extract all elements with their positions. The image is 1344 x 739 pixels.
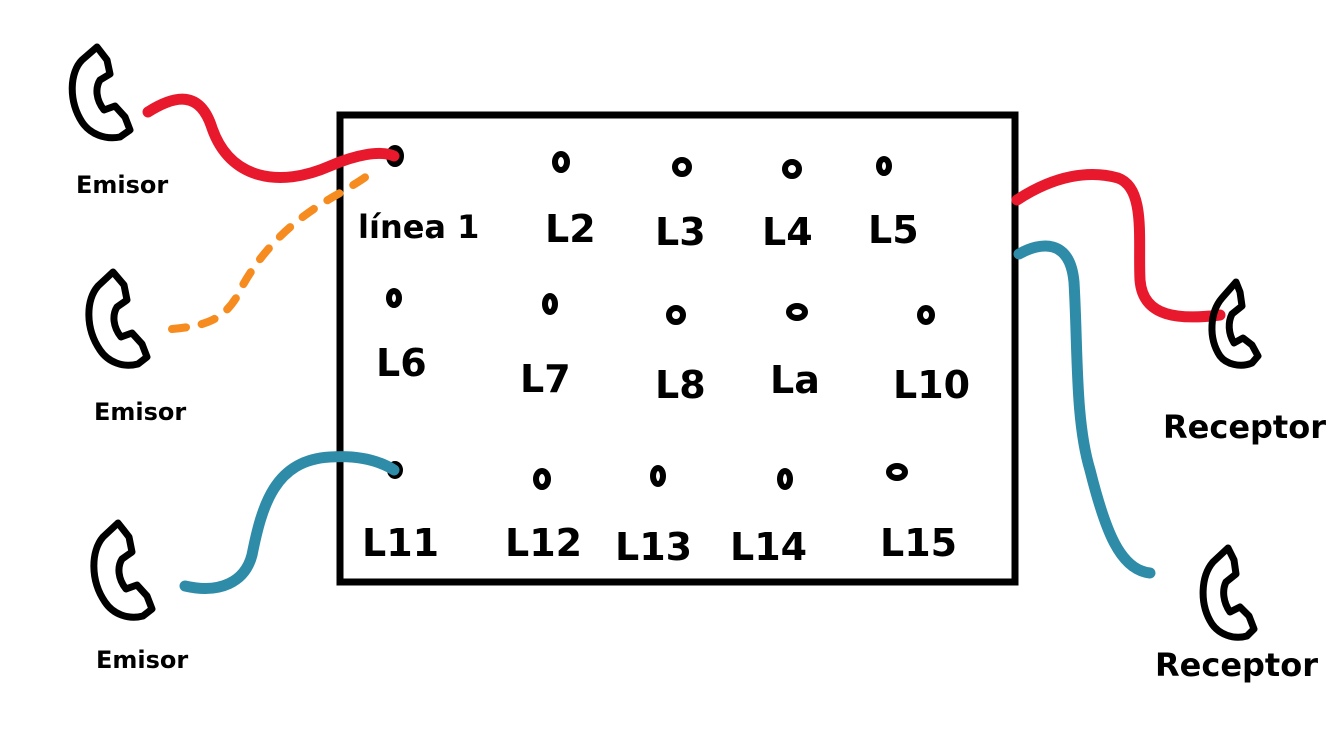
- hole-line-3: [672, 157, 692, 177]
- hole-line-15: [886, 463, 908, 481]
- hole-line-12: [533, 468, 551, 490]
- line-label-12: L12: [505, 521, 582, 565]
- hole-line-4: [782, 159, 802, 179]
- switchboard-frame: [336, 111, 1019, 586]
- hole-line-2: [552, 151, 570, 173]
- emisor-phone-1: Emisor: [68, 43, 168, 199]
- line-label-2: L2: [545, 207, 596, 251]
- line-holes: [386, 145, 935, 490]
- orange-dashed-cable: [168, 168, 376, 333]
- line-labels: línea 1 L2 L3 L4 L5 L6 L7 L8 La L10 L11 …: [358, 207, 970, 569]
- emisor-phone-3: Emisor: [90, 519, 188, 674]
- line-label-8: L8: [655, 363, 706, 407]
- hole-line-9: [786, 303, 808, 321]
- hole-line-14: [777, 468, 793, 490]
- red-cable-receptor: [1011, 168, 1226, 323]
- phone-icon: [1208, 278, 1262, 369]
- line-label-11: L11: [362, 521, 439, 565]
- line-label-6: L6: [376, 341, 427, 385]
- line-label-1: línea 1: [358, 208, 479, 246]
- receptor-phone-1: Receptor: [1163, 278, 1326, 446]
- emisor-label-3: Emisor: [96, 646, 188, 674]
- receptor-label-2: Receptor: [1155, 646, 1318, 684]
- line-label-9: La: [770, 358, 820, 402]
- line-label-15: L15: [880, 521, 957, 565]
- line-label-5: L5: [868, 208, 919, 252]
- emisor-phone-2: Emisor: [85, 268, 186, 426]
- hole-line-6: [386, 288, 402, 308]
- red-cable-emisor: [142, 93, 400, 183]
- blue-cable-receptor: [1013, 240, 1156, 579]
- line-label-14: L14: [730, 525, 807, 569]
- emisor-label-2: Emisor: [94, 398, 186, 426]
- line-label-4: L4: [762, 210, 813, 254]
- phone-icon: [85, 268, 151, 369]
- emisor-label-1: Emisor: [76, 171, 168, 199]
- hole-line-8: [666, 305, 686, 325]
- receptor-label-1: Receptor: [1163, 408, 1326, 446]
- receptor-phone-2: Receptor: [1155, 544, 1318, 684]
- blue-cable-emisor: [179, 451, 400, 594]
- hole-line-13: [650, 465, 666, 487]
- cables: [142, 93, 1226, 594]
- line-label-7: L7: [520, 357, 571, 401]
- hole-line-5: [876, 156, 892, 176]
- phone-icon: [68, 43, 134, 142]
- line-label-13: L13: [615, 525, 692, 569]
- phone-icon: [90, 519, 156, 621]
- hole-line-10: [917, 305, 935, 325]
- line-label-3: L3: [655, 210, 706, 254]
- hole-line-7: [542, 293, 558, 315]
- phone-icon: [1199, 544, 1258, 641]
- line-label-10: L10: [893, 363, 970, 407]
